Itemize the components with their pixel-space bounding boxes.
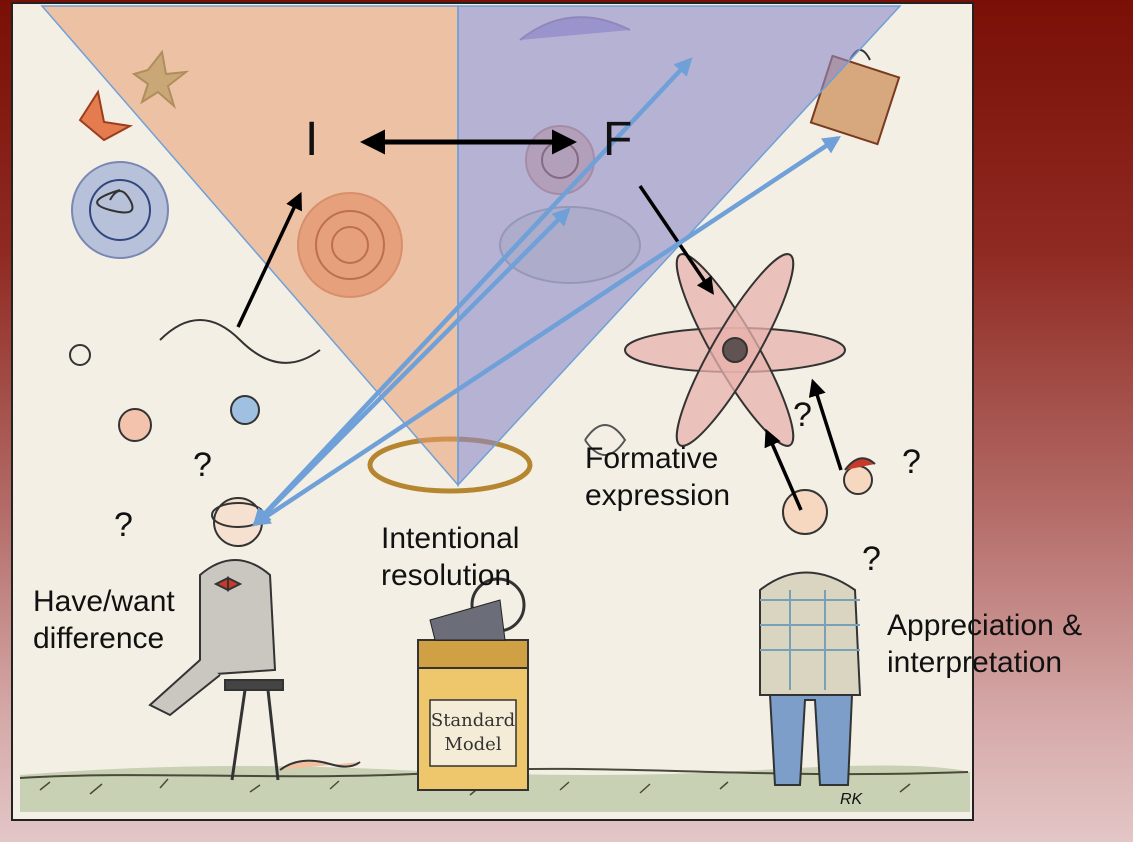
label-appreciation-interpretation: Appreciation & interpretation [887,607,1082,681]
label-intentional-line2: resolution [381,557,519,594]
label-have-want-line1: Have/want [33,583,175,620]
label-formative-line1: Formative [585,440,730,477]
signature: RK [840,790,862,810]
letter-f: F [603,116,632,164]
label-intentional-resolution: Intentional resolution [381,520,519,594]
question-mark: ? [862,542,881,576]
label-have-want-line2: difference [33,620,175,657]
machine-sign-line1: Standard [431,710,515,731]
machine-sign-line2: Model [444,734,501,755]
label-have-want: Have/want difference [33,583,175,657]
question-mark: ? [114,508,133,542]
label-intentional-line1: Intentional [381,520,519,557]
label-formative-expression: Formative expression [585,440,730,514]
label-appreciation-line1: Appreciation & [887,607,1082,644]
letter-i: I [305,116,318,164]
label-formative-line2: expression [585,477,730,514]
label-appreciation-line2: interpretation [887,644,1082,681]
question-mark: ? [193,448,212,482]
question-mark: ? [902,445,921,479]
question-mark: ? [793,398,812,432]
